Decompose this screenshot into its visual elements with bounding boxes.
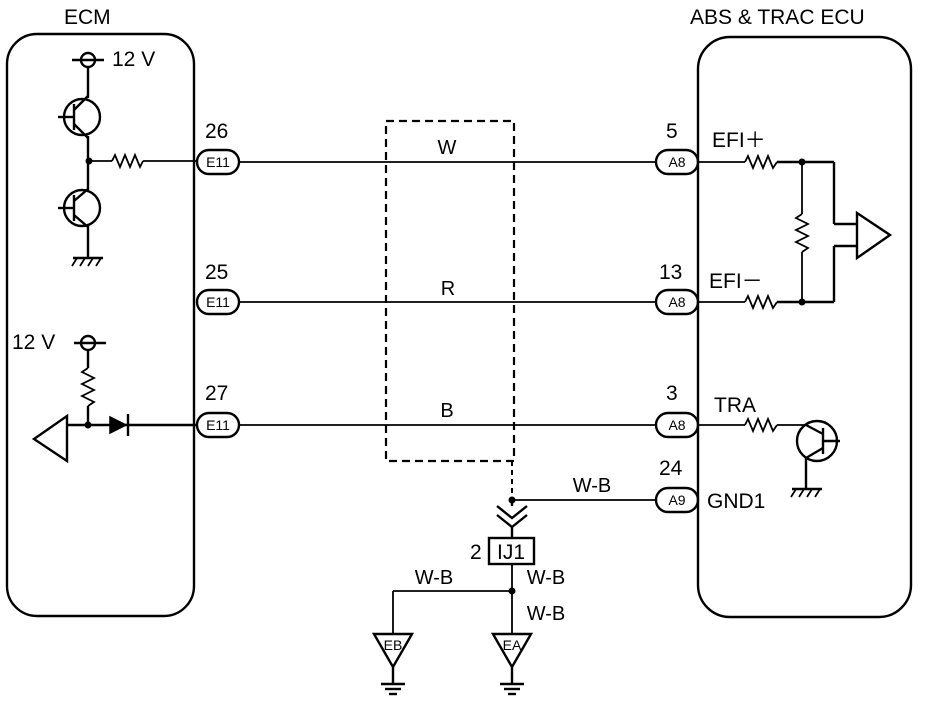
efi-minus-label: EFI－ [709, 270, 763, 293]
ecm-diode-icon [109, 414, 130, 436]
ecu-connector-label-13: A8 [668, 294, 685, 310]
ecu-connector-5: 5 A8 [654, 120, 700, 176]
tra-label: TRA [714, 394, 756, 417]
ecm-supply-bottom: 12 V [12, 331, 106, 425]
wire-mid-label: W-B [527, 567, 566, 589]
ecm-input-node [84, 421, 92, 429]
ecm-supply-top: 12 V [72, 48, 155, 85]
ecm-connector-label-27: E11 [206, 417, 230, 433]
ecu-connector-3: 3 A8 [654, 382, 700, 439]
ecm-lower-transistor-icon [58, 188, 102, 258]
ecm-connector-27: 27 E11 [195, 382, 241, 439]
wire-ground-ecu-label: W-B [573, 475, 612, 497]
ecu-pin-3: 3 [666, 382, 678, 405]
efi-minus-resistor-icon [698, 293, 834, 311]
ecm-output-resistor-icon [89, 152, 197, 170]
ecm-connector-26: 26 E11 [195, 120, 241, 176]
efi-receiver-amplifier-icon [855, 210, 893, 261]
tra-chassis-ground-icon [790, 487, 822, 498]
ecu-connector-13: 13 A8 [654, 261, 700, 316]
efi-termination-resistor-icon [793, 162, 811, 302]
abs-ecu-title: ABS & TRAC ECU [690, 6, 865, 29]
ground-ea-icon: EA [490, 632, 534, 696]
ecm-chassis-ground-icon [71, 256, 103, 267]
junction-ij1: 2 IJ1 [470, 536, 536, 566]
tra-resistor-icon [698, 416, 806, 434]
tra-transistor-icon [795, 419, 840, 488]
ecm-supply-top-label: 12 V [112, 48, 155, 71]
gnd1-label: GND1 [707, 490, 765, 513]
wire-b-label: B [440, 400, 453, 422]
ecm-buffer-triangle-icon [31, 413, 69, 464]
ground-ea-label: EA [503, 637, 522, 653]
ecm-title: ECM [64, 6, 111, 29]
wire-w-label: W [438, 137, 457, 159]
ecm-connector-label-25: E11 [206, 294, 230, 310]
ecm-pin-25: 25 [205, 261, 228, 284]
efi-plus-resistor-icon [698, 153, 834, 171]
ecu-connector-label-5: A8 [668, 154, 685, 170]
wire-ea-label: W-B [527, 603, 566, 625]
abs-ecu-box [696, 35, 913, 619]
ecu-connector-24: 24 A9 [654, 457, 700, 514]
ecu-pin-13: 13 [659, 261, 682, 284]
connector-chevron-icon [496, 500, 528, 538]
junction-label: IJ1 [497, 541, 525, 564]
junction-pin: 2 [470, 541, 482, 564]
wire-r-label: R [441, 278, 455, 300]
ground-eb-label: EB [384, 637, 403, 653]
ecm-supply-bottom-label: 12 V [12, 331, 55, 354]
ecm-pin-26: 26 [205, 120, 228, 143]
wire-left-label: W-B [415, 567, 454, 589]
ecu-connector-label-3: A8 [668, 417, 685, 433]
ecm-box [5, 32, 196, 618]
ecm-connector-25: 25 E11 [195, 261, 241, 316]
ecm-connector-label-26: E11 [206, 154, 230, 170]
efi-plus-label: EFI＋ [712, 129, 766, 152]
ecu-pin-24: 24 [659, 457, 683, 480]
ground-eb-icon: EB [371, 632, 415, 696]
ecu-connector-label-24: A9 [668, 492, 685, 508]
ecu-pin-5: 5 [666, 120, 678, 143]
ecm-upper-transistor-icon [58, 85, 102, 190]
ecm-pin-27: 27 [205, 382, 228, 405]
